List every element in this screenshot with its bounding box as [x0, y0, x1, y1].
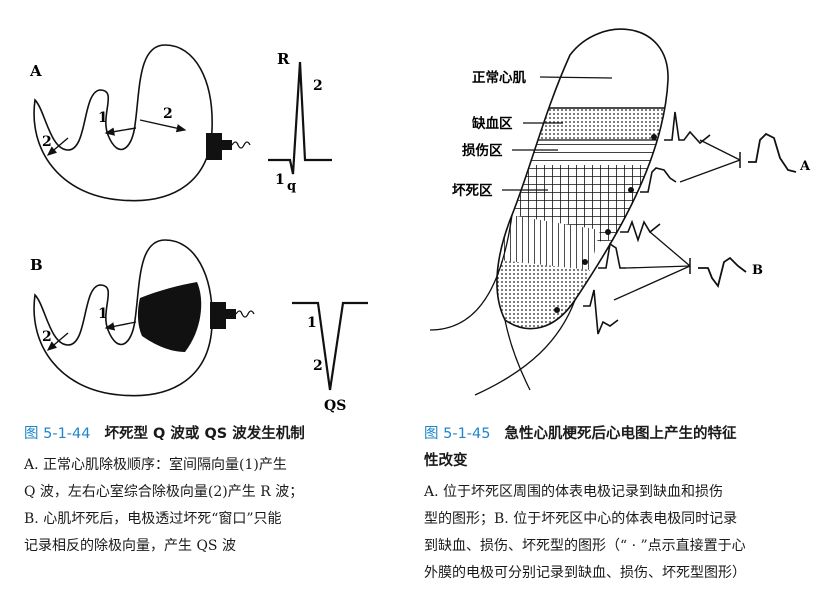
panel-a-vector-2a — [139, 119, 187, 133]
zone-label-necrosis: 坏死区 — [452, 182, 493, 199]
panel-a-label: A — [29, 62, 42, 80]
fig45-caption: 图 5-1-45 急性心肌梗死后心电图上产生的特征 性改变 — [424, 421, 824, 475]
epicardial-trace-necrosis-2 — [598, 242, 626, 269]
epicardial-dot — [628, 187, 634, 193]
epicardial-dot — [605, 229, 611, 235]
panel-a-electrode-icon — [206, 133, 251, 160]
fig44-desc-line: Q 波，左右心室综合除极向量(2)产生 R 波； — [24, 484, 304, 500]
fig44-description: A. 正常心肌除极顺序：室间隔向量(1)产生 Q 波，左右心室综合除极向量(2)… — [24, 452, 303, 560]
fig45-desc-line: 外膜的电极可分别记录到缺血、损伤、坏死型图形） — [424, 565, 746, 581]
fig44-panel-b: B 1 2 1 2 QS — [30, 239, 368, 414]
marker-a-label: A — [799, 159, 811, 174]
panel-b-necrosis-window — [137, 282, 202, 352]
panel-b-label: B — [30, 256, 43, 274]
panel-b-vector-2 — [46, 332, 69, 351]
fig45-diagram: 正常心肌 缺血区 损伤区 坏死区 A B — [429, 28, 811, 396]
zone-label-normal: 正常心肌 — [472, 69, 526, 86]
zone-label-injury: 损伤区 — [462, 142, 503, 159]
svg-text:1: 1 — [98, 110, 108, 126]
panel-a-heart-outline — [33, 44, 213, 202]
fig44-caption: 图 5-1-44 坏死型 Q 波或 QS 波发生机制 — [24, 421, 424, 448]
epicardial-trace-ischemia-2 — [583, 289, 619, 335]
panel-b-ecg-qs — [292, 301, 368, 391]
fig44-desc-line: A. 正常心肌除极顺序：室间隔向量(1)产生 — [24, 457, 287, 473]
fig44-number: 图 5-1-44 — [24, 426, 91, 442]
fig44-desc-line: B. 心肌坏死后，电极透过坏死“窗口”只能 — [24, 511, 282, 527]
epicardial-trace-ischemia — [664, 111, 711, 145]
fig45-outer-wall-right — [474, 299, 576, 396]
marker-b-label: B — [752, 263, 763, 278]
panel-b-vector-1 — [104, 321, 137, 331]
fig45-description: A. 位于坏死区周围的体表电极记录到缺血和损伤 型的图形；B. 位于坏死区中心的… — [424, 479, 746, 587]
svg-text:2: 2 — [313, 78, 323, 94]
svg-text:2: 2 — [42, 329, 52, 345]
panel-a-ecg-qr — [268, 61, 332, 175]
svg-text:2: 2 — [42, 134, 52, 150]
zone-label-ischemia: 缺血区 — [472, 115, 513, 132]
epicardial-dot — [554, 307, 560, 313]
epicardial-dot — [582, 259, 588, 265]
fig45-title-line-1: 急性心肌梗死后心电图上产生的特征 — [504, 426, 737, 442]
surface-ecg-a — [748, 132, 797, 173]
epicardial-trace-necrosis-1 — [620, 219, 661, 243]
svg-text:1: 1 — [275, 172, 285, 188]
svg-text:R: R — [277, 50, 290, 68]
svg-text:q: q — [287, 179, 296, 194]
fig45-desc-line: 型的图形；B. 位于坏死区中心的体表电极同时记录 — [424, 511, 738, 527]
svg-text:2: 2 — [163, 106, 173, 122]
panel-a-vector-2b — [46, 137, 69, 156]
fig45-outer-wall-left — [429, 214, 513, 331]
svg-text:1: 1 — [307, 315, 317, 331]
panel-b-electrode-icon — [210, 302, 255, 329]
fig44-title: 坏死型 Q 波或 QS 波发生机制 — [104, 426, 305, 442]
svg-text:QS: QS — [324, 398, 346, 414]
fig44-panel-a: A 1 2 2 R 2 1 q — [29, 44, 332, 202]
fig45-number: 图 5-1-45 — [424, 426, 491, 442]
panel-b-heart-outline — [33, 239, 213, 397]
fig45-desc-line: A. 位于坏死区周围的体表电极记录到缺血和损伤 — [424, 484, 724, 500]
surface-ecg-b — [698, 256, 747, 289]
fig45-title-line-2: 性改变 — [424, 453, 468, 469]
fig44-desc-line: 记录相反的除极向量，产生 QS 波 — [24, 538, 236, 554]
epicardial-dot — [651, 134, 657, 140]
epicardial-trace-injury — [640, 167, 677, 193]
svg-text:2: 2 — [313, 358, 323, 374]
zone-normal — [496, 29, 669, 108]
svg-text:1: 1 — [98, 306, 108, 322]
fig45-outer-wall-bottom — [504, 319, 531, 391]
panel-a-vector-1 — [104, 127, 137, 136]
fig45-desc-line: 到缺血、损伤、坏死型的图形（“ · ”点示直接置于心 — [424, 538, 746, 554]
